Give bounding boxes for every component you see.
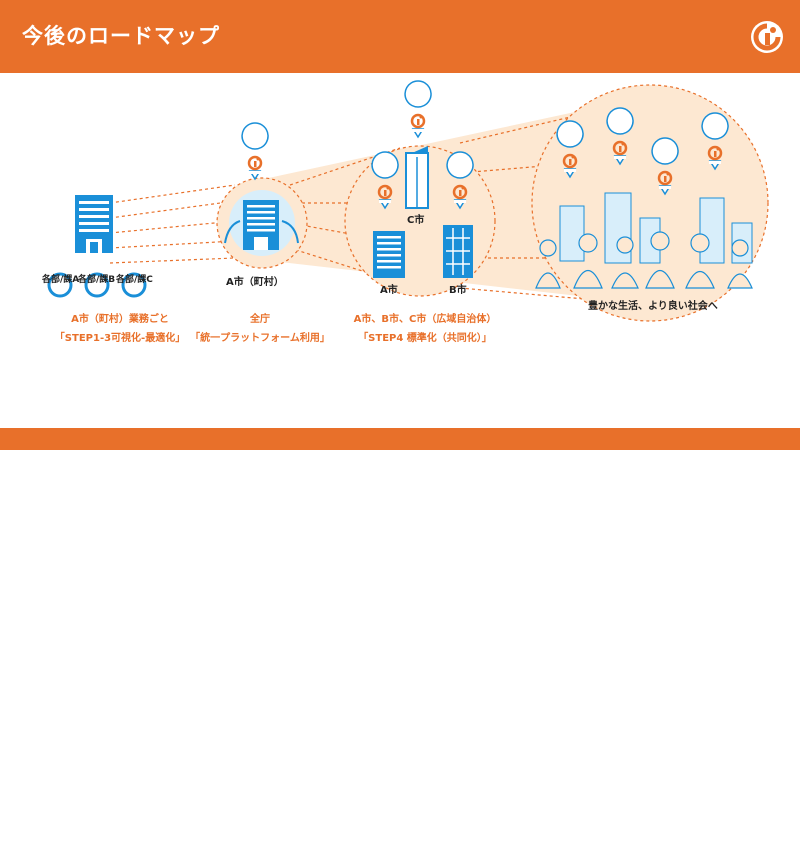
stage2-city-label: A市（町村） xyxy=(226,277,284,288)
city-c-label: C市 xyxy=(407,215,425,226)
dept-label-b: 各部/課B xyxy=(78,275,116,285)
page-number: 18 xyxy=(777,859,788,868)
city-b-building-icon xyxy=(443,225,473,278)
stage2-caption-line1: 全庁 xyxy=(250,314,270,325)
city-skyline-icon xyxy=(559,192,753,264)
roadmap-diagram: 各部/課A 各部/課B 各部/課C A市（町村） C市 A市 B市 豊かな生活、… xyxy=(0,73,800,428)
header-bar: 今後のロードマップ xyxy=(0,0,800,73)
stage3-caption-line2: 「STEP4 標準化（共同化）」 xyxy=(358,333,492,344)
stage3-caption: A市、B市、C市（広域自治体） 「STEP4 標準化（共同化）」 xyxy=(340,310,510,348)
dept-label-a: 各部/課A xyxy=(42,275,80,285)
city-c-building-icon xyxy=(405,146,429,209)
brand-logo-icon xyxy=(751,21,783,53)
stage1-caption-line2: 「STEP1-3可視化-最適化」 xyxy=(54,333,186,344)
stage1-caption: A市（町村）業務ごと 「STEP1-3可視化-最適化」 xyxy=(45,310,195,348)
municipal-building-icon xyxy=(224,200,299,250)
cycle-rings-icon xyxy=(47,272,147,298)
page-title: 今後のロードマップ xyxy=(22,24,220,48)
stage2-caption-line2: 「統一プラットフォーム利用」 xyxy=(190,333,330,344)
city-a-label: A市 xyxy=(380,285,398,296)
vision-label: 豊かな生活、より良い社会へ xyxy=(588,301,718,312)
stage1-caption-line1: A市（町村）業務ごと xyxy=(71,314,169,325)
dept-label-c: 各部/課C xyxy=(116,275,153,285)
people-crowd-icon xyxy=(535,231,753,289)
city-b-label: B市 xyxy=(449,285,467,296)
stage3-caption-line1: A市、B市、C市（広域自治体） xyxy=(353,314,497,325)
city-hall-building-icon xyxy=(75,195,113,253)
stage3-pin-icon-1 xyxy=(403,79,433,139)
city-a-building-icon xyxy=(373,231,405,278)
footer-bar: 18 xyxy=(0,428,800,868)
stage2-pin-icon xyxy=(240,121,270,181)
stage2-caption: 全庁 「統一プラットフォーム利用」 xyxy=(180,310,340,348)
roadmap-graphic xyxy=(47,79,769,322)
